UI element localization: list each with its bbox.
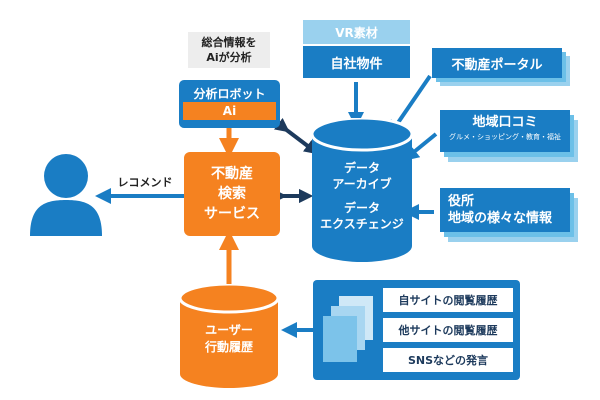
database-label: データ アーカイブ データ エクスチェンジ	[312, 160, 412, 232]
user-silhouette-icon	[30, 154, 102, 236]
analysis-note: 総合情報を Aiが分析	[188, 32, 270, 68]
database-line3: データ	[343, 201, 380, 215]
ai-badge: Ai	[183, 102, 276, 120]
database-line4: エクスチェンジ	[320, 217, 404, 231]
analysis-note-line2: Aiが分析	[206, 51, 252, 64]
local-reviews-subtitle: グルメ・ショッピング・教育・福祉	[449, 133, 561, 141]
database-cylinder	[312, 118, 412, 262]
behavior-history-label: ユーザー 行動履歴	[180, 322, 278, 356]
own-property-box: 自社物件	[303, 46, 410, 78]
service-line2: 検索	[218, 186, 246, 202]
service-line3: サービス	[204, 206, 260, 222]
behavior-line1: ユーザー	[205, 323, 253, 337]
document-stack-icon	[323, 296, 373, 362]
arrow-robot-database	[273, 117, 319, 155]
history-item-other-site: 他サイトの閲覧履歴	[383, 318, 513, 342]
search-service-box: 不動産 検索 サービス	[184, 152, 280, 236]
behavior-history-cylinder	[180, 284, 278, 388]
arrow-reviews-to-database	[402, 132, 438, 162]
city-office-box: 役所 地域の様々な情報	[440, 188, 570, 232]
analysis-robot-title: 分析ロボット	[193, 86, 266, 101]
arrow-portal-to-database	[388, 74, 432, 137]
database-line2: アーカイブ	[332, 177, 392, 191]
portal-box: 不動産ポータル	[432, 48, 562, 78]
analysis-robot: 分析ロボット Ai	[179, 80, 280, 128]
city-office-line2: 地域の様々な情報	[448, 211, 553, 226]
local-reviews-box: 地域口コミ グルメ・ショッピング・教育・福祉	[440, 110, 570, 152]
vr-material-box: VR素材	[303, 20, 410, 44]
recommend-label: レコメンド	[117, 176, 173, 189]
database-line1: データ	[343, 161, 380, 175]
history-panel: 自サイトの閲覧履歴 他サイトの閲覧履歴 SNSなどの発言	[313, 280, 520, 380]
service-line1: 不動産	[211, 166, 253, 182]
history-item-own-site: 自サイトの閲覧履歴	[383, 288, 513, 312]
history-item-sns: SNSなどの発言	[383, 348, 513, 372]
city-office-line1: 役所	[448, 194, 475, 209]
local-reviews-title: 地域口コミ	[472, 115, 538, 130]
analysis-note-line1: 総合情報を	[201, 36, 257, 49]
behavior-line2: 行動履歴	[204, 340, 253, 354]
